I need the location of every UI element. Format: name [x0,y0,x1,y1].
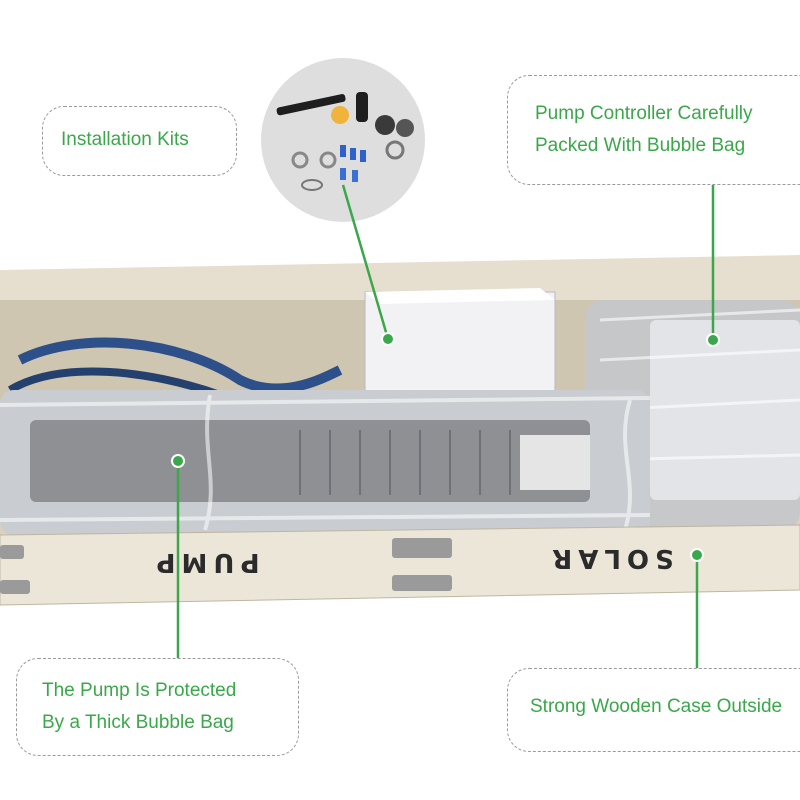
case-latch [0,538,452,594]
callout-pump-protected: The Pump Is Protected By a Thick Bubble … [16,658,299,756]
anchor-dot-controller [706,333,720,347]
callout-installation-kits: Installation Kits [42,106,237,176]
wooden-case-front-plank [0,524,800,606]
callout-pump-controller: Pump Controller Carefully Packed With Bu… [507,75,800,185]
callout-wooden-case-text: Strong Wooden Case Outside [530,696,783,717]
leader-lines [176,184,715,668]
anchor-dot-pump [171,454,185,468]
callout-wooden-case: Strong Wooden Case Outside [507,668,800,752]
installation-kit-photo [261,58,425,222]
callout-pump-controller-line2: Packed With Bubble Bag [535,135,746,156]
anchor-dot-kits [381,332,395,346]
callout-installation-kits-text: Installation Kits [61,129,189,150]
case-marking-solar: SOLAR [546,543,674,573]
anchor-dot-case [690,548,704,562]
pump-body [30,420,590,502]
callout-pump-protected-line2: By a Thick Bubble Bag [42,712,234,733]
callout-pump-protected-line1: The Pump Is Protected [42,680,237,701]
case-marking-pump: PUMP [150,547,259,577]
blue-cable [17,337,343,394]
callout-pump-controller-line1: Pump Controller Carefully [535,103,753,124]
wooden-case-top-edge [0,255,800,300]
